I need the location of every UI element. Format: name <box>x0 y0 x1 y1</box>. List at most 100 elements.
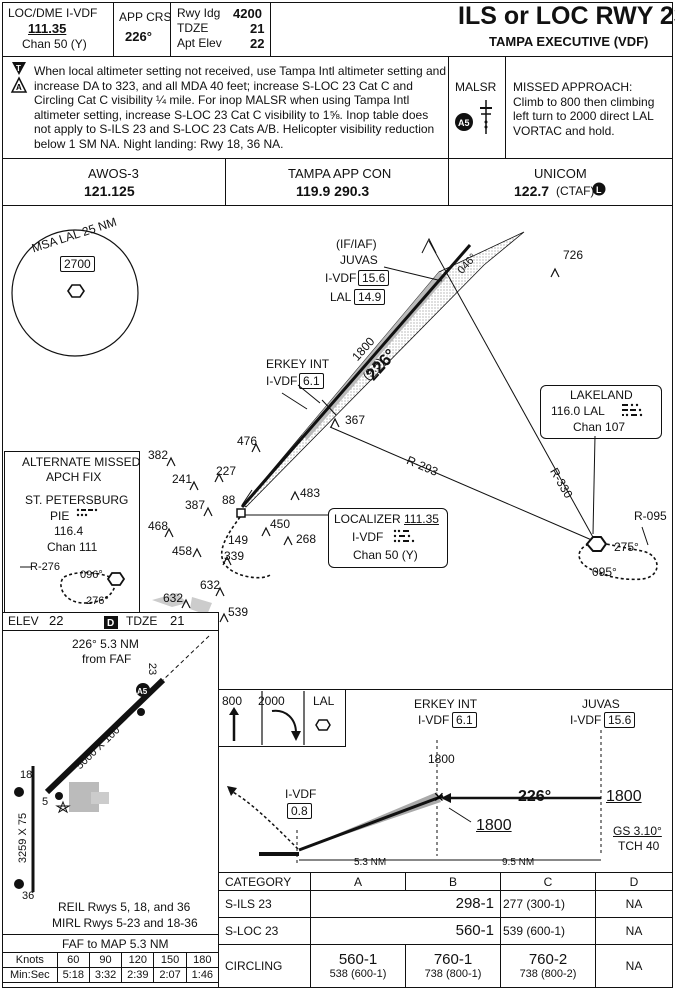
lakeland-frequency: 116.0 LAL <box>551 404 605 418</box>
juvas-ivdf-label: I-VDF <box>325 271 357 285</box>
comm-freq-awos: 121.125 <box>84 183 135 199</box>
stpete-name: ST. PETERSBURG <box>25 493 129 507</box>
profile-alt-1800-top: 1800 <box>428 752 455 766</box>
mirl-note: MIRL Rwys 5-23 and 18-36 <box>52 916 198 930</box>
hold-275: 275° <box>614 540 639 554</box>
tdze-label: TDZE <box>177 21 209 35</box>
time-180: 1:46 <box>185 967 220 983</box>
mins-row-circling-category: CIRCLING <box>218 943 311 989</box>
erkey-ivdf-value: 6.1 <box>299 373 324 389</box>
knots-label: Knots <box>2 952 58 968</box>
knots-90: 90 <box>88 952 123 968</box>
rwy-label-36: 36 <box>22 890 35 902</box>
lakeland-name: LAKELAND <box>570 388 633 402</box>
obstacle-539: 539 <box>228 605 249 619</box>
airport-diagram-box <box>2 612 219 950</box>
airport-name: TAMPA EXECUTIVE (VDF) <box>489 34 649 49</box>
plan-view <box>11 229 658 615</box>
profile-juvas-name: JUVAS <box>582 697 620 711</box>
comm-name-approach: TAMPA APP CON <box>288 166 392 181</box>
profile-drawing: ✕ <box>227 730 602 865</box>
msa-circle <box>11 229 139 357</box>
final-course-line <box>240 244 472 508</box>
svg-text:✕: ✕ <box>433 789 445 805</box>
lakeland-morse-icon <box>622 403 643 417</box>
erkey-name: ERKEY INT <box>266 357 330 371</box>
climb-800: 800 <box>222 694 243 708</box>
airport-tdze-value: 21 <box>170 613 185 628</box>
mins-loc-c: 539 (600-1) <box>500 916 596 945</box>
mins-row-loc-category: S-LOC 23 <box>218 916 311 945</box>
apt-elev-value: 22 <box>250 36 265 51</box>
hold-095: 095° <box>592 565 617 579</box>
radial-276: R-276 <box>30 561 60 573</box>
obstacle-367: 367 <box>345 413 366 427</box>
comm-freq-approach: 119.9 290.3 <box>296 183 370 199</box>
obstacle-458: 458 <box>172 544 193 558</box>
mins-ils-c: 277 (300-1) <box>500 890 596 918</box>
stpete-channel: Chan 111 <box>47 540 98 554</box>
loc-dme-label: LOC/DME I-VDF <box>8 6 98 20</box>
airport-elev-bar <box>2 612 219 631</box>
obstacle-149: 149 <box>228 533 249 547</box>
lakeland-pointer <box>592 436 596 535</box>
tdze-value: 21 <box>250 21 265 36</box>
mins-circling-a-sub: 538 (600-1) <box>329 968 387 981</box>
knots-150: 150 <box>153 952 187 968</box>
missed-approach-path <box>220 516 271 579</box>
mins-ils-ab: 298-1 <box>310 890 501 918</box>
loc-frequency: 111.35 <box>28 21 67 36</box>
svg-text:A: A <box>16 83 22 92</box>
profile-juvas-value: 15.6 <box>604 712 636 728</box>
mins-header-b: B <box>405 872 501 891</box>
airport-diagram-drawing: A5 <box>14 635 210 892</box>
svg-text:A5: A5 <box>137 687 148 696</box>
svg-text:L: L <box>596 185 602 195</box>
faf-note-1: 226° 5.3 NM <box>72 637 139 651</box>
svg-text:T: T <box>16 64 21 73</box>
mins-loc-ab: 560-1 <box>310 916 501 945</box>
minsec-label: Min:Sec <box>2 967 58 983</box>
airport-tdze-label: TDZE <box>126 614 158 628</box>
profile-distance-9-5: 9.5 NM <box>502 857 535 868</box>
profile-erkey-ivdf: I-VDF <box>418 713 450 727</box>
lal-icon-label: LAL <box>313 694 335 708</box>
profile-ivdf-value: 0.8 <box>287 803 312 819</box>
stpete-morse-icon <box>76 508 98 517</box>
obstacle-241: 241 <box>172 472 193 486</box>
localizer-label: LOCALIZER <box>334 512 401 526</box>
comms-divider-2 <box>448 158 449 206</box>
comms-divider-1 <box>225 158 226 206</box>
lighting-l-icon: L <box>592 182 606 196</box>
mins-header-d: D <box>595 872 673 891</box>
obstacle-468: 468 <box>148 519 169 533</box>
profile-alt-1800-right: 1800 <box>606 788 642 805</box>
knots-60: 60 <box>56 952 90 968</box>
comm-note-ctaf: (CTAF) <box>556 184 595 198</box>
missed-approach-icons <box>229 691 331 745</box>
faf-map-title: FAF to MAP 5.3 NM <box>62 937 169 951</box>
airport-elev-label: ELEV <box>8 614 39 628</box>
comm-freq-unicom: 122.7 <box>514 183 550 199</box>
rwy-ldg-value: 4200 <box>233 6 262 21</box>
climb-2000: 2000 <box>258 694 285 708</box>
localizer-ident: I-VDF <box>352 530 384 544</box>
mins-circling-b-sub: 738 (800-1) <box>424 968 482 981</box>
radial-095: R-095 <box>634 509 667 523</box>
obstacle-339: 339 <box>224 549 245 563</box>
profile-box <box>218 689 673 873</box>
obstacle-632: 632 <box>200 578 221 592</box>
time-90: 3:32 <box>88 967 123 983</box>
radial-330-line <box>428 240 595 540</box>
mins-circling-d: NA <box>595 943 673 989</box>
malsr-icon: A5 <box>455 100 492 134</box>
obstacle-268: 268 <box>296 532 317 546</box>
svg-text:A5: A5 <box>458 118 470 128</box>
mins-loc-d: NA <box>595 916 673 945</box>
airport-elev-value: 22 <box>49 613 64 628</box>
malsr-label: MALSR <box>455 80 497 94</box>
minimums-table: CATEGORY A B C D S-ILS 23 298-1 277 (300… <box>218 872 673 989</box>
comm-name-awos: AWOS-3 <box>88 166 139 181</box>
